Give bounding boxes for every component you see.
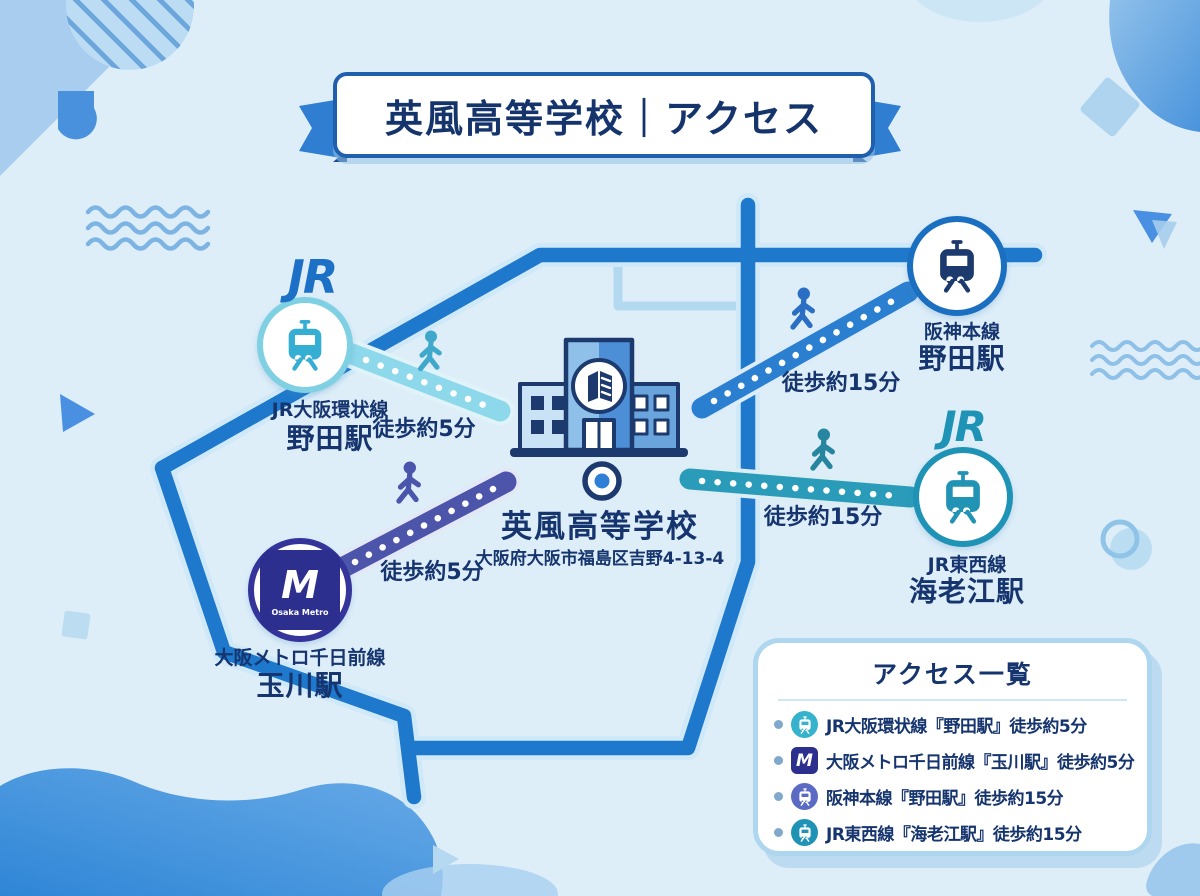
tram-icon	[933, 467, 993, 527]
access-list-item: JR大阪環状線『野田駅』徒歩約5分	[774, 711, 1131, 738]
metro-m-glyph: M	[281, 562, 319, 607]
access-item-text: 阪神本線『野田駅』徒歩約15分	[826, 789, 1064, 809]
divider	[778, 699, 1127, 701]
decor-circles-right	[1100, 519, 1152, 570]
walking-person-icon	[793, 288, 812, 328]
station-marker-metro-tamagawa: M Osaka Metro	[248, 538, 352, 642]
osaka-metro-logo-icon: M Osaka Metro	[260, 550, 340, 630]
walking-routes	[327, 277, 925, 583]
train-circle-teal-icon	[791, 819, 818, 846]
decor-bottom-right	[1146, 843, 1200, 896]
station-line-label: 阪神本線	[923, 321, 1000, 343]
walking-person-icon	[813, 429, 832, 469]
route-hanshin-noda	[691, 281, 919, 419]
side-street	[613, 253, 749, 311]
station-name-label: 玉川駅	[256, 669, 344, 702]
access-list-item: 阪神本線『野田駅』徒歩約15分	[774, 783, 1131, 810]
jr-logo: JR	[287, 250, 339, 304]
station-name-label: 野田駅	[286, 422, 374, 455]
decor-top-left	[0, 0, 194, 176]
school-building-icon	[510, 337, 688, 457]
jr-logo: JR	[941, 402, 987, 451]
station-line-label: 大阪メトロ千日前線	[214, 647, 386, 669]
school-name: 英風高等学校	[501, 509, 699, 545]
walk-time-label: 徒歩約15分	[763, 505, 883, 530]
walking-person-icon	[399, 462, 418, 502]
decor-waves-left	[85, 205, 211, 251]
bullet-icon	[774, 756, 783, 765]
decor-bottom-left	[0, 768, 558, 896]
walk-time-label: 徒歩約15分	[781, 371, 901, 396]
train-circle-blue-icon	[791, 783, 818, 810]
station-marker-hanshin-noda	[907, 216, 1007, 316]
bullet-icon	[774, 720, 783, 729]
metro-m-glyph: M	[796, 750, 813, 771]
station-marker-jr-ebie	[913, 447, 1013, 547]
walk-time-label: 徒歩約5分	[380, 560, 484, 585]
walk-time-label: 徒歩約5分	[372, 417, 476, 442]
school-location-pin	[582, 461, 622, 501]
bullet-icon	[774, 792, 783, 801]
page-title: 英風高等学校｜アクセス	[384, 96, 824, 141]
metro-logo-text: Osaka Metro	[271, 607, 329, 617]
access-item-text: JR大阪環状線『野田駅』徒歩約5分	[826, 717, 1087, 737]
decor-top-right	[916, 0, 1200, 249]
open-book-icon	[588, 371, 612, 402]
decor-waves-right	[1090, 340, 1200, 380]
decor-triangle-left	[60, 394, 95, 432]
school-address: 大阪府大阪市福島区吉野4-13-4	[475, 549, 725, 569]
access-list-title: アクセス一覧	[872, 660, 1033, 689]
tram-icon	[276, 316, 334, 374]
station-name-label: 海老江駅	[908, 575, 1025, 608]
access-list-item: M 大阪メトロ千日前線『玉川駅』徒歩約5分	[774, 747, 1135, 774]
leaf-shape-icon	[58, 91, 97, 140]
decor-square-left	[61, 610, 91, 640]
access-list-item: JR東西線『海老江駅』徒歩約15分	[774, 819, 1131, 846]
access-list-panel: アクセス一覧 JR大阪環状線『野田駅』徒歩約5分 M 大阪メトロ千日前線『玉川駅…	[753, 638, 1152, 856]
train-circle-cyan-icon	[791, 711, 818, 738]
train-icon	[927, 236, 987, 296]
station-line-label: JR東西線	[927, 554, 1007, 576]
access-item-text: 大阪メトロ千日前線『玉川駅』徒歩約5分	[826, 753, 1135, 773]
title-banner: 英風高等学校｜アクセス	[333, 72, 875, 158]
bullet-icon	[774, 828, 783, 837]
station-name-label: 野田駅	[918, 342, 1006, 375]
station-marker-jr-noda	[257, 297, 353, 393]
station-line-label: JR大阪環状線	[271, 399, 389, 421]
osaka-metro-square-icon: M	[791, 747, 818, 774]
walking-person-icon	[421, 331, 440, 369]
access-item-text: JR東西線『海老江駅』徒歩約15分	[826, 825, 1082, 845]
